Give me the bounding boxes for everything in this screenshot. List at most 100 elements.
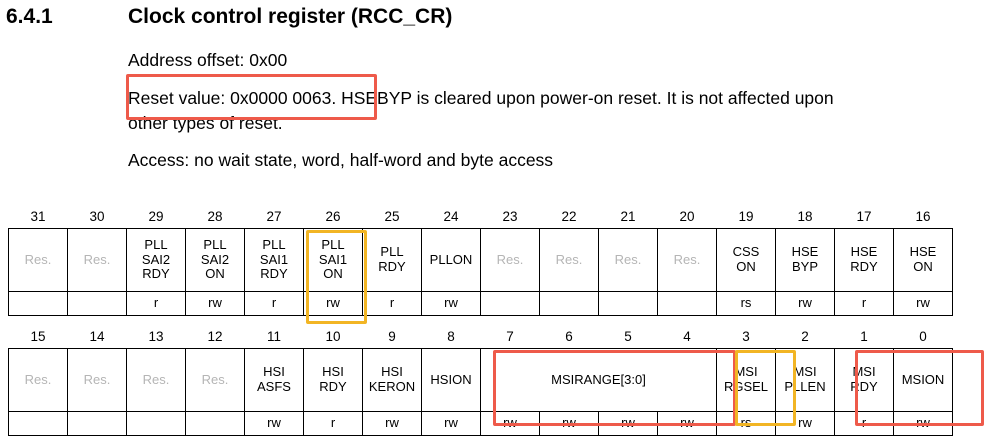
reset-value: Reset value: 0x0000 0063 [128, 88, 332, 108]
access-cell: rw [775, 411, 835, 436]
bit-number: 20 [679, 209, 695, 225]
bit-number: 28 [207, 209, 223, 225]
access-cell: r [362, 291, 422, 316]
reserved-field: Res. [480, 228, 540, 292]
bit-number: 26 [325, 209, 341, 225]
bit-number: 27 [266, 209, 282, 225]
reserved-field: Res. [8, 228, 68, 292]
access-cell: rw [303, 291, 363, 316]
access-cell: rw [244, 411, 304, 436]
address-offset: Address offset: 0x00 [128, 50, 288, 70]
access-cell: rw [775, 291, 835, 316]
access-cell [185, 411, 245, 436]
field-pllon: PLLON [421, 228, 481, 292]
bit-number: 25 [384, 209, 400, 225]
access-cell: rw [893, 291, 953, 316]
bit-number-row: 31 30 29 28 27 26 25 24 23 22 21 20 19 18 17 16 [9, 206, 953, 229]
access-cell: rw [421, 291, 481, 316]
reset-note: . HSEBYP is cleared upon power-on reset.… [331, 88, 834, 108]
access-cell: rw [421, 411, 481, 436]
access-cell [126, 411, 186, 436]
field-msirange: MSIRANGE[3:0] [480, 348, 717, 412]
bit-number: 12 [207, 329, 223, 345]
bit-number: 17 [856, 209, 872, 225]
access-cell: rs [716, 411, 776, 436]
bit-number: 14 [89, 329, 105, 345]
bit-number: 24 [443, 209, 459, 225]
bit-number: 7 [506, 329, 514, 345]
bit-number: 18 [797, 209, 813, 225]
bit-number: 6 [565, 329, 573, 345]
access-cell: rw [598, 411, 658, 436]
reserved-field: Res. [185, 348, 245, 412]
bit-number: 13 [148, 329, 164, 345]
bit-number: 30 [89, 209, 105, 225]
bit-number: 15 [30, 329, 46, 345]
bit-number: 9 [388, 329, 396, 345]
bit-number: 31 [30, 209, 46, 225]
access-cell: rw [185, 291, 245, 316]
field-msion: MSION [893, 348, 953, 412]
bit-number: 23 [502, 209, 518, 225]
bit-number: 3 [742, 329, 750, 345]
access-cell [8, 291, 68, 316]
reserved-field: Res. [67, 228, 127, 292]
reset-value-line: Reset value: 0x0000 0063. HSEBYP is clea… [128, 88, 834, 109]
access-cell [539, 291, 599, 316]
access-cell: rw [893, 411, 953, 436]
bit-number: 10 [325, 329, 341, 345]
access-cell: r [834, 411, 894, 436]
bit-number: 21 [620, 209, 636, 225]
section-number: 6.4.1 [6, 5, 53, 28]
reserved-field: Res. [539, 228, 599, 292]
bit-number: 19 [738, 209, 754, 225]
access-cell [67, 411, 127, 436]
bit-number: 16 [915, 209, 931, 225]
access-cell: r [834, 291, 894, 316]
access-cell: rw [657, 411, 717, 436]
access-cell [8, 411, 68, 436]
bit-number: 1 [860, 329, 868, 345]
access-cell: rw [539, 411, 599, 436]
bit-number: 29 [148, 209, 164, 225]
access-cell [657, 291, 717, 316]
access-cell: r [244, 291, 304, 316]
reserved-field: Res. [126, 348, 186, 412]
access-cell [67, 291, 127, 316]
bit-number: 5 [624, 329, 632, 345]
field-hsion: HSION [421, 348, 481, 412]
bit-number: 2 [801, 329, 809, 345]
bit-number: 0 [919, 329, 927, 345]
access-cell [480, 291, 540, 316]
reset-note-continued: other types of reset. [128, 113, 283, 133]
reserved-field: Res. [8, 348, 68, 412]
access-cell: r [126, 291, 186, 316]
reserved-field: Res. [67, 348, 127, 412]
access-cell: rs [716, 291, 776, 316]
section-title: Clock control register (RCC_CR) [128, 5, 453, 28]
bit-number: 22 [561, 209, 577, 225]
bit-number: 8 [447, 329, 455, 345]
access-cell: rw [362, 411, 422, 436]
access-cell: rw [480, 411, 540, 436]
access-description: Access: no wait state, word, half-word a… [128, 150, 554, 170]
